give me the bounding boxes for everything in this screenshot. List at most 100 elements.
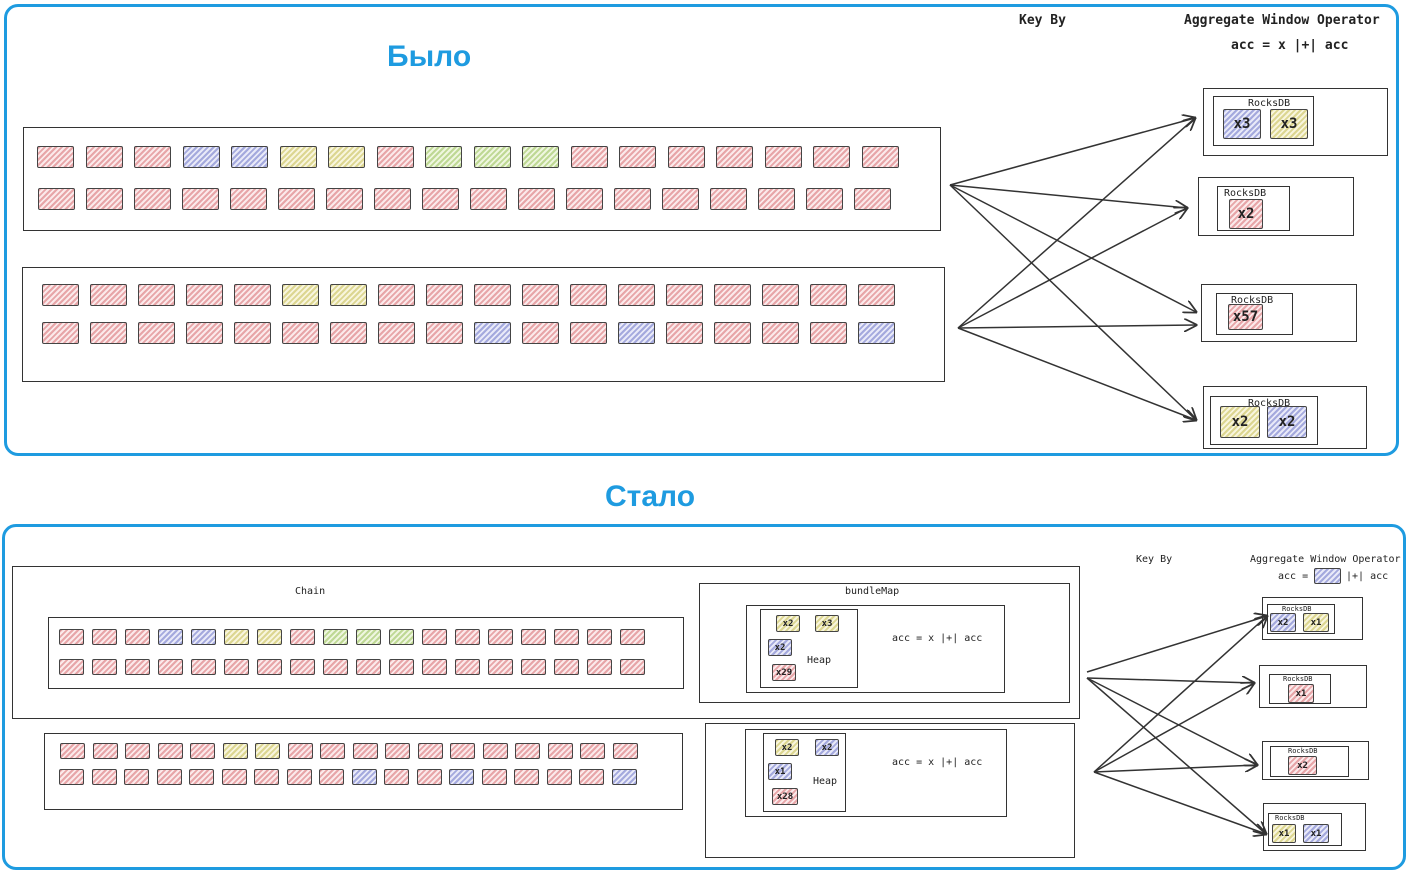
event-cell bbox=[42, 322, 79, 344]
event-cell bbox=[861, 146, 899, 168]
store-value-cell: x2 bbox=[1220, 406, 1260, 438]
event-cell bbox=[488, 659, 513, 675]
event-cell bbox=[522, 284, 559, 306]
heap-value-cell: x28 bbox=[772, 788, 798, 805]
bundle-map-box-1 bbox=[699, 583, 1070, 703]
event-cell bbox=[389, 659, 414, 675]
event-cell bbox=[546, 769, 572, 785]
rocksdb-label: RocksDB bbox=[1275, 814, 1305, 822]
event-cell bbox=[858, 284, 895, 306]
event-cell bbox=[125, 743, 150, 759]
event-cell bbox=[618, 284, 655, 306]
event-cell bbox=[323, 659, 348, 675]
event-cell bbox=[384, 769, 409, 785]
bottom-operator-title: Aggregate Window Operator bbox=[1250, 554, 1401, 565]
event-cell bbox=[554, 659, 579, 675]
event-cell bbox=[330, 284, 367, 306]
rocksdb-label: RocksDB bbox=[1283, 675, 1313, 683]
event-cell bbox=[758, 188, 795, 210]
heap-value-cell: x3 bbox=[815, 615, 839, 632]
event-cell bbox=[278, 188, 315, 210]
arrow bbox=[949, 184, 1187, 208]
bottom-store-3: RocksDB bbox=[1262, 741, 1369, 780]
store-value-cell: x1 bbox=[1288, 684, 1314, 703]
after-panel bbox=[2, 524, 1406, 870]
event-cell bbox=[279, 146, 317, 168]
event-cell bbox=[619, 146, 656, 168]
event-cell bbox=[810, 284, 847, 306]
event-cell bbox=[59, 659, 84, 675]
top-store-1: RocksDB bbox=[1203, 88, 1388, 156]
arrow bbox=[1093, 771, 1266, 834]
top-store-4: RocksDB bbox=[1203, 386, 1367, 449]
event-cell bbox=[417, 743, 443, 759]
event-cell bbox=[376, 146, 414, 168]
event-cell bbox=[86, 188, 123, 210]
chain-label: Chain bbox=[295, 586, 326, 597]
event-cell bbox=[255, 743, 280, 759]
event-cell bbox=[328, 146, 365, 168]
event-cell bbox=[90, 322, 127, 344]
event-cell bbox=[518, 188, 555, 210]
event-cell bbox=[158, 659, 183, 675]
event-cell bbox=[85, 146, 123, 168]
event-cell bbox=[92, 743, 118, 759]
event-cell bbox=[666, 322, 703, 344]
event-cell bbox=[416, 769, 442, 785]
heap-value-cell: x29 bbox=[772, 664, 796, 681]
event-cell bbox=[326, 188, 363, 210]
event-cell bbox=[422, 188, 459, 210]
event-cell bbox=[710, 188, 747, 210]
event-cell bbox=[422, 629, 447, 645]
arrow bbox=[957, 327, 1196, 420]
event-cell bbox=[470, 188, 507, 210]
event-cell bbox=[426, 284, 463, 306]
heap-box-2 bbox=[763, 733, 846, 812]
top-operator-formula: acc = x |+| acc bbox=[1231, 38, 1349, 53]
store-value-cell: x1 bbox=[1272, 824, 1296, 843]
rocksdb-label: RocksDB bbox=[1248, 398, 1291, 409]
bundle-formula: acc = x |+| acc bbox=[892, 633, 983, 644]
rocksdb-label: RocksDB bbox=[1282, 605, 1312, 613]
heap-label: Heap bbox=[813, 776, 838, 787]
event-cell bbox=[422, 659, 447, 675]
event-cell bbox=[570, 284, 607, 306]
event-cell bbox=[182, 146, 220, 168]
event-cell bbox=[124, 769, 149, 785]
event-cell bbox=[257, 629, 282, 645]
event-cell bbox=[138, 284, 175, 306]
event-cell bbox=[389, 629, 414, 645]
bottom-store-2: RocksDB bbox=[1259, 665, 1367, 708]
bottom-partition-1 bbox=[48, 617, 684, 689]
event-cell bbox=[319, 769, 344, 785]
event-cell bbox=[224, 629, 249, 645]
event-cell bbox=[323, 629, 348, 645]
event-cell bbox=[762, 284, 799, 306]
arrow bbox=[1093, 765, 1257, 773]
event-cell bbox=[455, 659, 480, 675]
event-cell bbox=[662, 188, 699, 210]
event-cell bbox=[186, 284, 223, 306]
bundle-formula: acc = x |+| acc bbox=[892, 757, 983, 768]
chain-box bbox=[12, 566, 1080, 719]
event-cell bbox=[474, 284, 511, 306]
top-partition-1 bbox=[23, 127, 941, 231]
event-cell bbox=[189, 769, 214, 785]
event-cell bbox=[385, 743, 410, 759]
event-cell bbox=[858, 322, 895, 344]
event-cell bbox=[426, 322, 463, 344]
store-value-cell: x2 bbox=[1229, 199, 1263, 229]
event-cell bbox=[587, 659, 612, 675]
event-cell bbox=[473, 146, 511, 168]
event-cell bbox=[290, 659, 315, 675]
event-cell bbox=[579, 769, 604, 785]
event-cell bbox=[356, 629, 381, 645]
before-panel bbox=[4, 4, 1399, 456]
event-cell bbox=[234, 322, 271, 344]
arrow bbox=[1086, 678, 1254, 683]
event-cell bbox=[482, 743, 508, 759]
store-value-cell: x3 bbox=[1270, 109, 1308, 139]
store-value-cell: x3 bbox=[1223, 109, 1261, 139]
event-cell bbox=[92, 659, 117, 675]
heap-value-cell: x2 bbox=[815, 739, 839, 756]
